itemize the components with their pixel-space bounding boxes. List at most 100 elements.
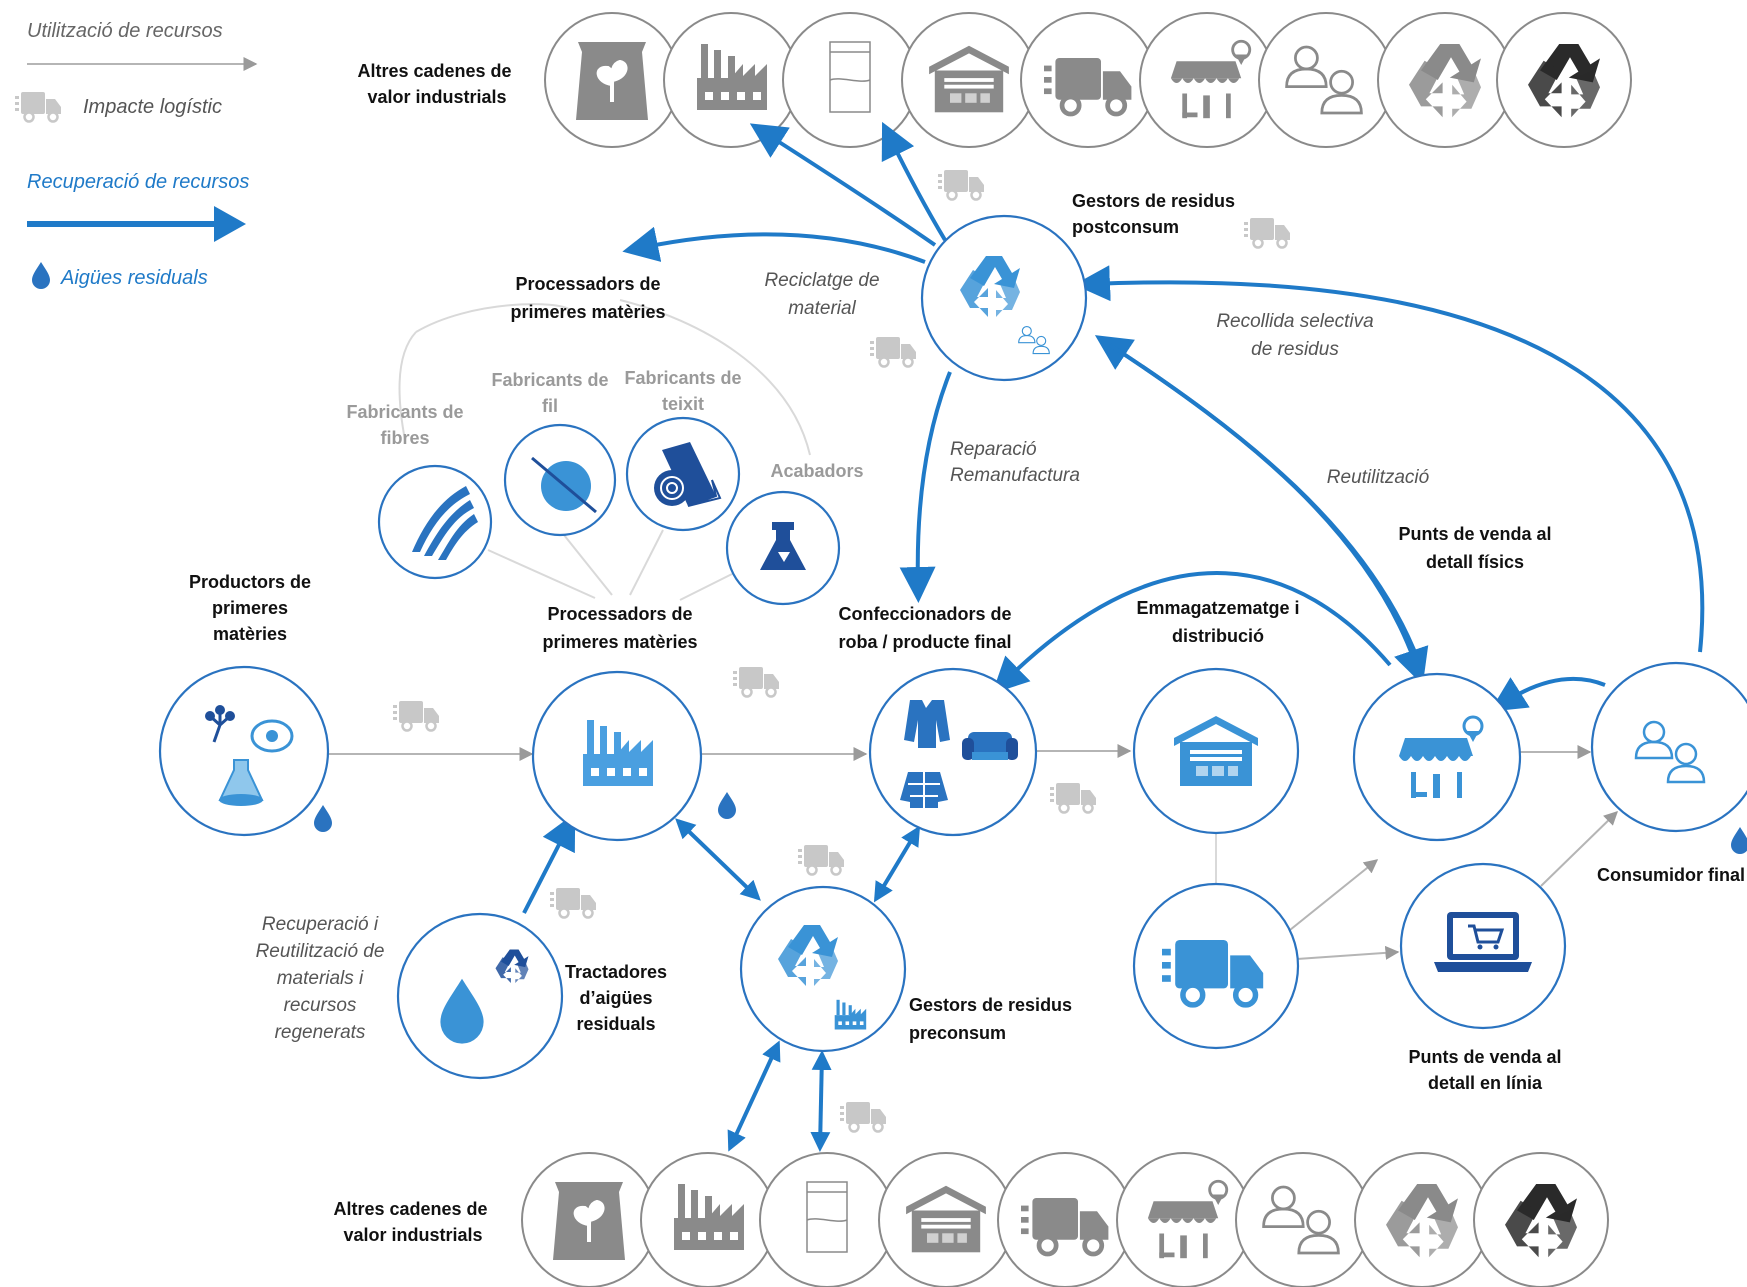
water-drop-icon: [314, 805, 332, 832]
recovery-to-top-fabric: [881, 121, 947, 242]
finishers-node: Acabadors: [725, 461, 864, 606]
repair-to-garment: [899, 371, 952, 603]
retail-to-garment: [992, 571, 1392, 694]
delivery-node: [1132, 882, 1300, 1050]
recovery-to-processors-top: [622, 226, 926, 264]
truck-icon: [548, 886, 598, 919]
bottom-industrial-chain: Altres cadenes de valor industrials: [333, 1152, 1609, 1287]
truck-icon: [731, 665, 781, 698]
knitting-needle: [531, 456, 597, 514]
truck-icon: [868, 335, 918, 368]
consumer-node: Consumidor final: [1590, 661, 1747, 885]
recovery-to-top-factory: [749, 123, 937, 247]
processors-preconsumer: [675, 818, 761, 901]
resource-recovery-flows: [522, 121, 1705, 1152]
fan-arc-right: [619, 299, 811, 456]
fan-line-3: [629, 529, 664, 596]
fan-line-4: [679, 573, 733, 601]
legend-blue-arrowhead: [214, 206, 246, 242]
truck-icon: [936, 168, 986, 201]
fabric-roll-icon: [654, 442, 722, 507]
fan-line-2: [559, 529, 613, 596]
resource-use-flows: [328, 299, 1619, 960]
bottom-row-label: Altres cadenes de valor industrials: [333, 1199, 492, 1245]
top-row-label: Altres cadenes de valor industrials: [357, 61, 516, 107]
reuse-to-physical: [1108, 343, 1429, 686]
water-drop-icon: [718, 792, 736, 819]
legend-wastewater: Aigües residuals: [60, 267, 208, 289]
finishers-label: Acabadors: [770, 461, 863, 481]
jacket-icon: [904, 700, 950, 748]
legend-resource-use: Utilització de recursos: [27, 20, 223, 42]
truck-icon: [796, 843, 846, 876]
truck-icon: [13, 90, 63, 123]
sofa-icon: [962, 732, 1018, 760]
top-row-icons: [544, 12, 1632, 148]
truck-icon: [391, 699, 441, 732]
wastewater-circle: [396, 912, 564, 1080]
reuse-label: Reutilització: [1327, 467, 1430, 488]
puffer-jacket-icon: [900, 772, 948, 808]
consumer-to-physical: [1489, 676, 1606, 712]
fibre-icon: [412, 486, 478, 560]
flow-truck-online: [1296, 945, 1400, 960]
fan-line-1: [487, 549, 596, 599]
consumer-label: Consumidor final: [1597, 865, 1745, 885]
flask-icon: [760, 522, 806, 570]
flow-online-consumer: [1540, 811, 1619, 887]
garment-preconsumer: [873, 825, 921, 903]
preconsumer-bottom-1: [727, 1040, 781, 1152]
producers-circle: [158, 665, 330, 837]
top-industrial-chain: Altres cadenes de valor industrials: [357, 12, 1632, 148]
legend: Utilització de recursos Impacte logístic…: [13, 20, 258, 289]
industrial-chain-circle: [1377, 12, 1513, 148]
preconsumer-bottom-2: [810, 1050, 832, 1152]
flask-highlight: [778, 552, 790, 562]
fan-arc: [415, 303, 571, 333]
industrial-chain-circle: [1354, 1152, 1490, 1287]
truck-icon: [1048, 781, 1098, 814]
fabric-roll-icon: [829, 41, 871, 113]
truck-icon: [838, 1100, 888, 1133]
water-drop-icon: [1731, 827, 1747, 854]
wastewater-to-processors: [522, 812, 576, 914]
bottom-row-icons: [521, 1152, 1609, 1287]
industrial-chain-circle: [1473, 1152, 1609, 1287]
water-drop-icon: [32, 262, 50, 289]
truck-icon: [1242, 216, 1292, 249]
sheep-icon: [250, 719, 294, 753]
chemical-flask-icon: [218, 759, 264, 806]
fan-arc-left: [398, 331, 417, 441]
seed-bag-icon: [553, 1182, 625, 1260]
collection-to-postconsumer: [1074, 265, 1705, 653]
fabric-roll-icon: [806, 1181, 848, 1253]
